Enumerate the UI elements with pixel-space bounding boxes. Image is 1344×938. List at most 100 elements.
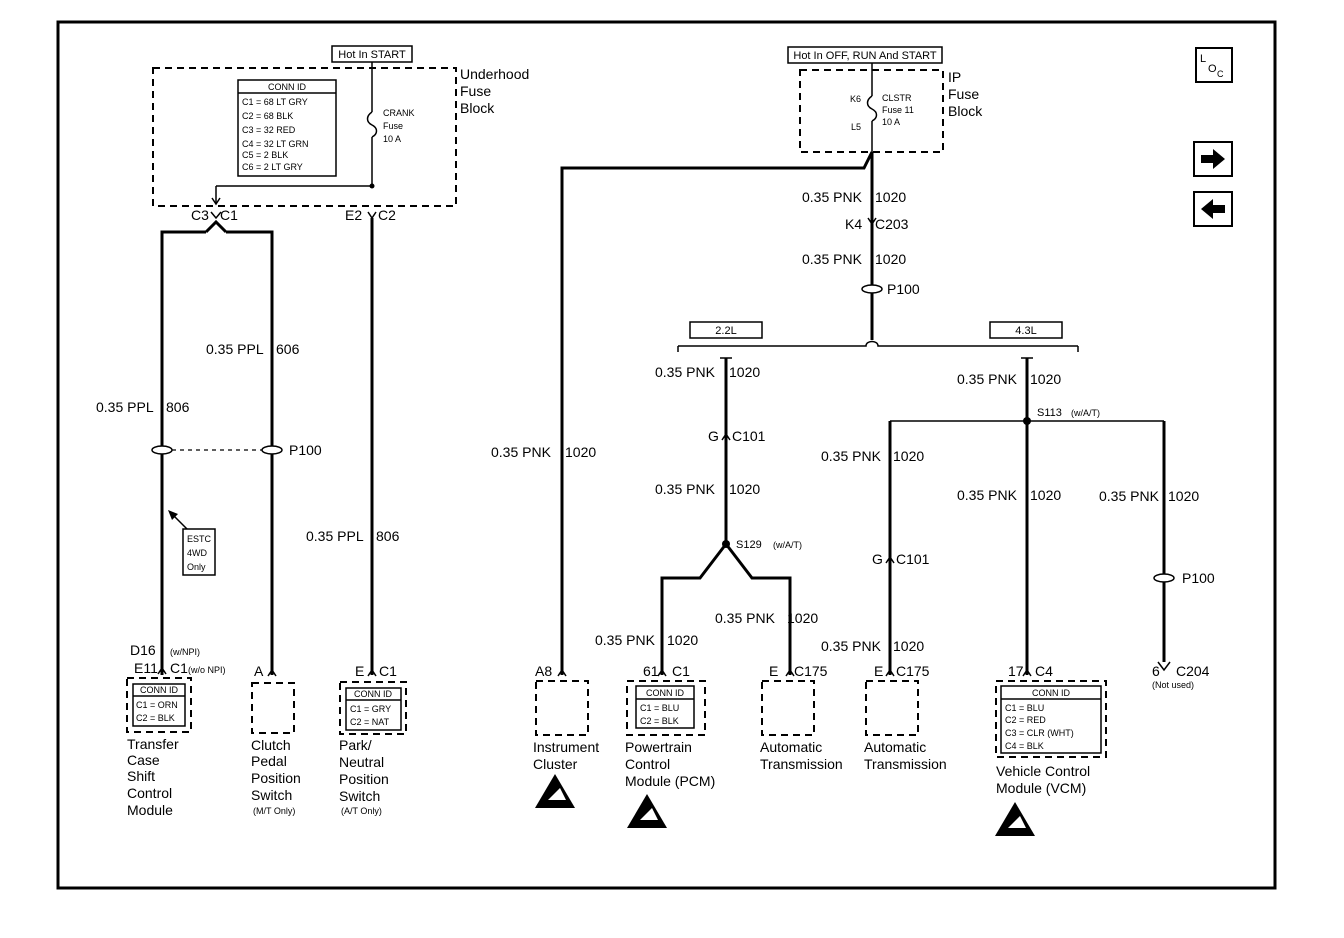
esd-warning-icon	[995, 802, 1035, 836]
wire-ppl-806-color: 0.35 PPL	[96, 399, 154, 415]
clutch-name-4: Switch	[251, 787, 292, 803]
pnp-pin: E	[355, 663, 364, 679]
splice-dot	[369, 183, 375, 189]
wire-trans2b-circuit: 1020	[893, 638, 924, 654]
wire-feed2-color: 0.35 PNK	[802, 251, 863, 267]
tcsm-name-3: Shift	[127, 768, 155, 784]
trans2-name-2: Transmission	[864, 756, 947, 772]
tcsm-name-1: Transfer	[127, 736, 179, 752]
powertrain-control-module: 61 C1 CONN ID C1 = BLU C2 = BLK Powertra…	[625, 663, 715, 828]
trans1-name-2: Transmission	[760, 756, 843, 772]
pnp-name-2: Neutral	[339, 754, 384, 770]
p100-right-label: P100	[887, 281, 920, 297]
wire-43-circuit: 1020	[1030, 371, 1061, 387]
trans1-name-1: Automatic	[760, 739, 822, 755]
clutch-pin: A	[254, 663, 264, 679]
underhood-conn-row: C5 = 2 BLK	[242, 150, 288, 160]
trans2-name-1: Automatic	[864, 739, 926, 755]
wire-feed-color: 0.35 PNK	[802, 189, 863, 205]
wire-43-color: 0.35 PNK	[957, 371, 1018, 387]
clutch-pedal-position-switch: A Clutch Pedal Position Switch (M/T Only…	[251, 663, 301, 816]
wire-ppl-806-circuit: 806	[166, 399, 190, 415]
wire-ppl-806-pnp-color: 0.35 PPL	[306, 528, 364, 544]
underhood-conn-row: C4 = 32 LT GRN	[242, 139, 308, 149]
conn-c203-label: C203	[875, 216, 909, 232]
wire-pcm-circuit: 1020	[667, 632, 698, 648]
next-page-button[interactable]	[1193, 141, 1233, 177]
cluster-pin: A8	[535, 663, 552, 679]
vcm-conn-title: CONN ID	[1032, 688, 1071, 698]
conn-g2-label: G	[872, 551, 883, 567]
automatic-transmission-1: E C175 Automatic Transmission	[760, 663, 843, 772]
splice-s113-label: S113	[1037, 407, 1062, 419]
conn-c101b-label: C101	[896, 551, 930, 567]
clstr-fuse-rating: 10 A	[882, 117, 900, 127]
wire-cluster-color: 0.35 PNK	[491, 444, 552, 460]
transfer-case-shift-control-module: D16 (w/NPI) E11 C1 (w/o NPI) CONN ID C1 …	[126, 642, 226, 818]
pcm-name-2: Control	[625, 756, 670, 772]
pcm-conn-row: C2 = BLK	[640, 716, 679, 726]
tcsm-conn-row: C2 = BLK	[136, 713, 175, 723]
clutch-name-3: Position	[251, 770, 301, 786]
esd-warning-icon	[535, 774, 575, 808]
wire-c204-color: 0.35 PNK	[1099, 488, 1160, 504]
pnp-name-1: Park/	[339, 737, 372, 753]
underhood-name-2: Fuse	[460, 83, 491, 99]
location-button[interactable]: L O C	[1195, 47, 1233, 83]
tcsm-conn: C1	[170, 660, 188, 676]
previous-page-button[interactable]	[1193, 191, 1233, 227]
conn-g-label: G	[708, 428, 719, 444]
vcm-name-2: Module (VCM)	[996, 780, 1086, 796]
ip-fuse-block: Hot In OFF, RUN And START IP Fuse Block …	[787, 46, 983, 153]
clstr-fuse-symbol	[866, 95, 878, 122]
tcsm-conn-row: C1 = ORN	[136, 700, 178, 710]
p100-grommet	[261, 445, 283, 455]
esd-warning-icon	[627, 794, 667, 828]
pcm-conn: C1	[672, 663, 690, 679]
vcm-conn-row: C2 = RED	[1005, 715, 1046, 725]
ip-hot-label: Hot In OFF, RUN And START	[793, 50, 937, 62]
wire-22-color: 0.35 PNK	[655, 364, 716, 380]
wire-22b-color: 0.35 PNK	[655, 481, 716, 497]
clutch-name-1: Clutch	[251, 737, 291, 753]
wire-22-circuit: 1020	[729, 364, 760, 380]
conn-c2-label: C2	[378, 207, 396, 223]
vcm-conn-row: C4 = BLK	[1005, 741, 1044, 751]
clstr-fuse-name: CLSTR	[882, 93, 912, 103]
pcm-conn-title: CONN ID	[646, 688, 685, 698]
conn-c1-label: C1	[220, 207, 238, 223]
tcsm-name-4: Control	[127, 785, 172, 801]
p100-grommet	[861, 284, 883, 294]
wire-ppl-806-pnp-circuit: 806	[376, 528, 400, 544]
wire-feed-circuit: 1020	[875, 189, 906, 205]
tcsm-name-5: Module	[127, 802, 173, 818]
ip-name-1: IP	[948, 69, 961, 85]
trans1-conn: C175	[794, 663, 828, 679]
estc-note-3: Only	[187, 562, 206, 572]
underhood-conn-row: C6 = 2 LT GRY	[242, 162, 303, 172]
wire-feed2-circuit: 1020	[875, 251, 906, 267]
wire-vcm-color: 0.35 PNK	[957, 487, 1018, 503]
crank-fuse-symbol	[366, 111, 378, 138]
wire-trans2-color: 0.35 PNK	[821, 448, 882, 464]
automatic-transmission-2: E C175 Automatic Transmission	[864, 663, 947, 772]
wire-ppl-606-circuit: 606	[276, 341, 300, 357]
crank-fuse-name: CRANK	[383, 108, 415, 118]
park-neutral-position-switch: E C1 CONN ID C1 = GRY C2 = NAT Park/ Neu…	[339, 663, 407, 816]
ip-name-2: Fuse	[948, 86, 979, 102]
cluster-name-2: Cluster	[533, 756, 578, 772]
ip-pin-k6: K6	[850, 94, 861, 104]
cluster-name-1: Instrument	[533, 739, 599, 755]
arrow-left-icon	[1201, 199, 1225, 219]
wire-22b-circuit: 1020	[729, 481, 760, 497]
vehicle-control-module: 17 C4 CONN ID C1 = BLU C2 = RED C3 = CLR…	[995, 663, 1107, 836]
p100-grommet	[1153, 573, 1175, 583]
estc-note-2: 4WD	[187, 548, 208, 558]
wire-trans2b-color: 0.35 PNK	[821, 638, 882, 654]
tcsm-conn-title: CONN ID	[140, 685, 179, 695]
wire-trans1-color: 0.35 PNK	[715, 610, 776, 626]
underhood-name-3: Block	[460, 100, 495, 116]
c204-pin: 6	[1152, 663, 1160, 679]
c204-conn: C204	[1176, 663, 1210, 679]
pnp-conn-title: CONN ID	[354, 689, 393, 699]
